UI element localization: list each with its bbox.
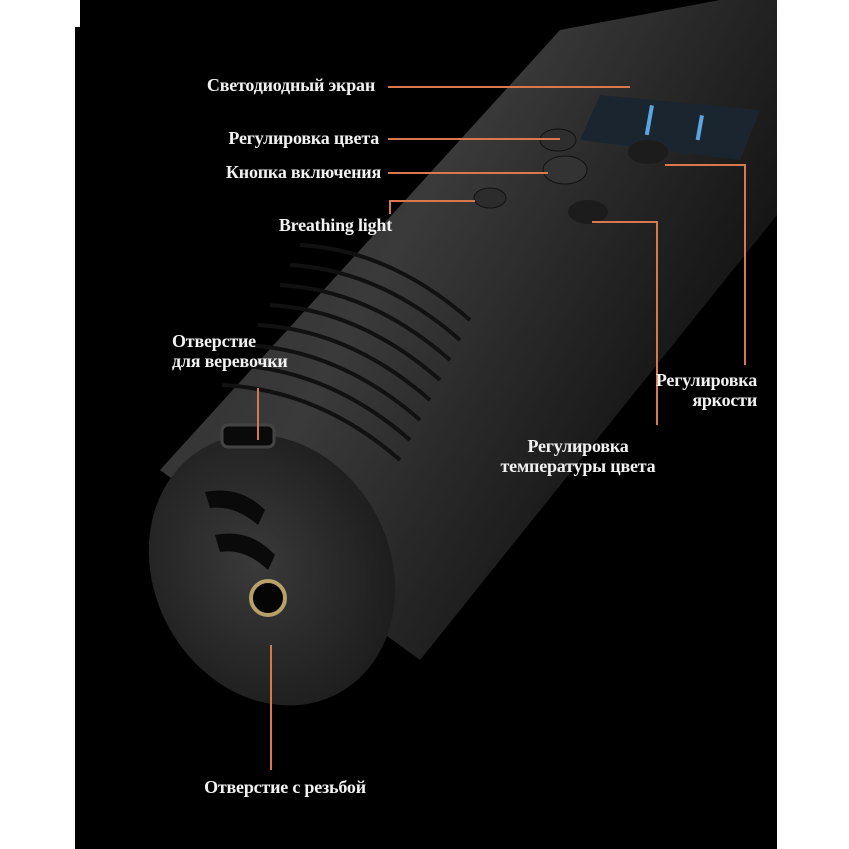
led-screen [580, 95, 760, 160]
led-screen-label: Светодиодный экран [206, 75, 375, 95]
power-button[interactable] [542, 155, 588, 185]
lanyard-hole-label-line1: Отверстие [172, 331, 256, 351]
grip-ridges [221, 243, 472, 462]
brightness-label: Регулировка яркости [656, 370, 757, 410]
vent-slot [205, 490, 265, 525]
temperature-label: Регулировка температуры цвета [478, 436, 678, 476]
temperature-label-line2: температуры цвета [500, 456, 656, 476]
lanyard-hole-label: Отверстие для веревочки [172, 331, 288, 371]
color-adjust-label: Регулировка цвета [228, 128, 379, 148]
callout-lines [257, 86, 746, 770]
vent-slot [215, 533, 275, 570]
temperature-button[interactable] [568, 200, 608, 224]
breathing-light-line [389, 200, 475, 214]
lanyard-hole-label-line2: для веревочки [172, 351, 288, 371]
brightness-label-line2: яркости [692, 390, 757, 410]
brightness-line [665, 164, 746, 365]
threaded-hole [249, 579, 287, 617]
breathing-light [473, 187, 507, 209]
brightness-label-line1: Регулировка [655, 370, 757, 390]
temperature-label-line1: Регулировка [527, 436, 629, 456]
breathing-light-label: Breathing light [278, 215, 392, 235]
power-button-label: Кнопка включения [225, 162, 381, 182]
lanyard-hole [220, 423, 276, 449]
temperature-line [592, 221, 658, 425]
brightness-button[interactable] [628, 140, 668, 164]
threaded-hole-label: Отверстие с резьбой [204, 777, 366, 797]
